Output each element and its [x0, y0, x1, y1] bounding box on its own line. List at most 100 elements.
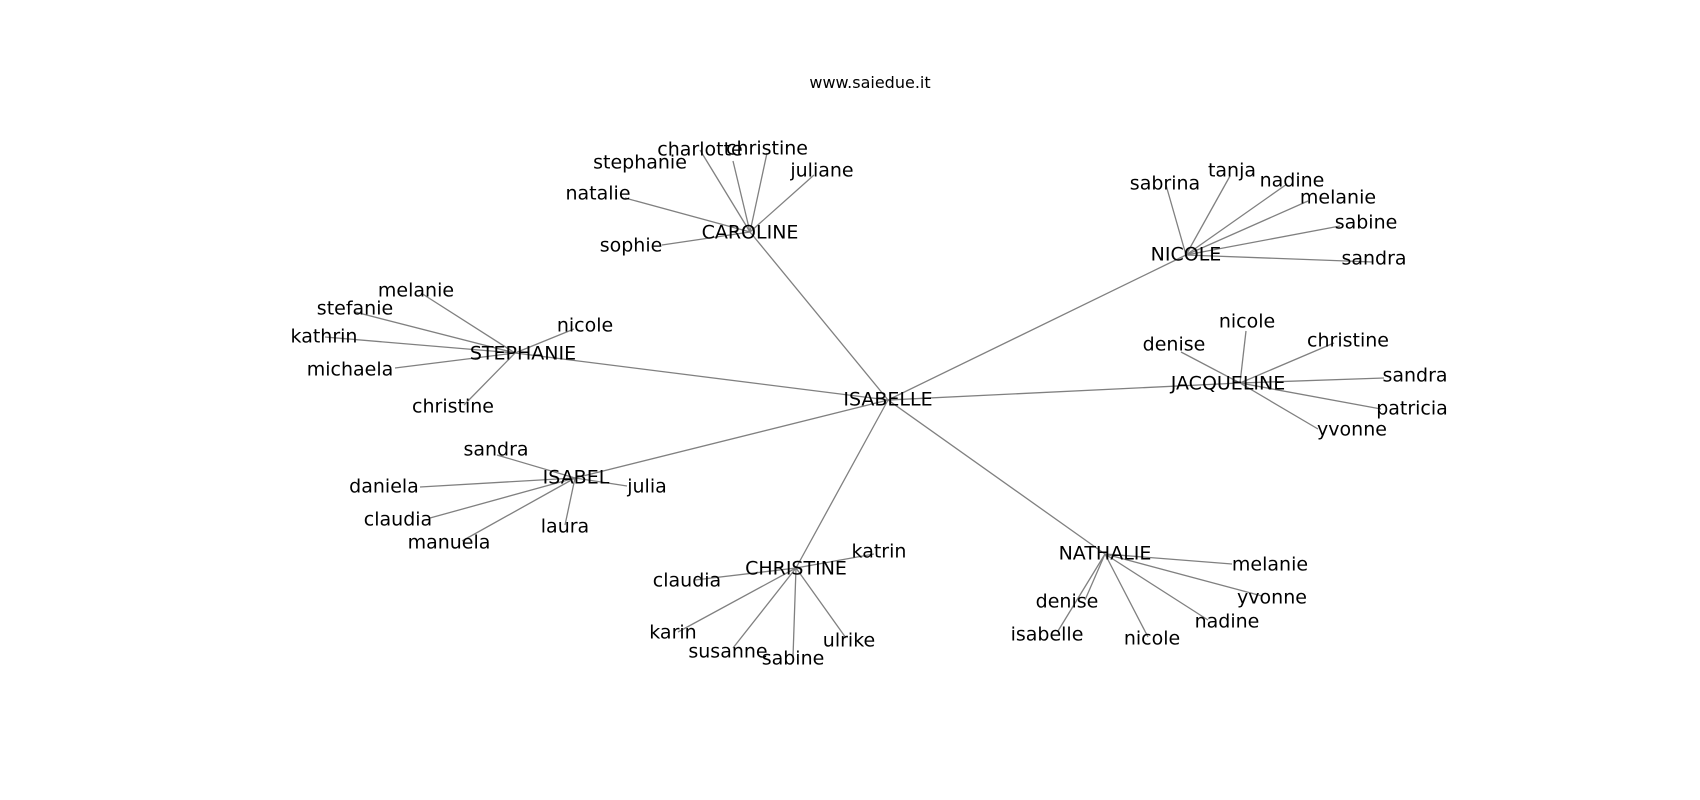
leaf-node-label-nadine: nadine — [1195, 611, 1260, 633]
leaf-node-label-nicole: nicole — [557, 315, 613, 337]
edge-stephanie-christine — [463, 352, 516, 406]
root-node-label: ISABELLE — [843, 389, 932, 411]
edge-jacqueline-christine — [1239, 342, 1335, 384]
edge-nathalie-yvonne — [1104, 553, 1263, 597]
leaf-node-label-laura: laura — [541, 516, 589, 538]
edge-stephanie-melanie — [420, 292, 516, 354]
edge-nicole-sabrina — [1165, 184, 1187, 256]
leaf-node-label-nadine: nadine — [1260, 170, 1325, 192]
leaf-node-label-charlotte: charlotte — [657, 139, 742, 161]
leaf-node-label-juliane: juliane — [789, 160, 853, 182]
hub-node-label-stephanie: STEPHANIE — [470, 343, 576, 365]
leaf-node-label-julia: julia — [626, 476, 667, 498]
leaf-node-label-tanja: tanja — [1208, 160, 1256, 182]
leaf-node-label-nicole: nicole — [1219, 311, 1275, 333]
edge-jacqueline-denise — [1180, 351, 1241, 384]
edge-isabelle-stephanie — [514, 352, 889, 401]
labels-layer: ISABELLECAROLINEstephaniecharlottechrist… — [291, 138, 1448, 670]
edge-nathalie-nadine — [1104, 553, 1209, 621]
leaf-node-label-michaela: michaela — [307, 359, 394, 381]
edge-isabel-claudia — [429, 477, 576, 519]
edge-nathalie-isabelle — [1057, 553, 1106, 632]
leaf-node-label-claudia: claudia — [653, 570, 721, 592]
edge-isabel-manuela — [461, 477, 576, 542]
edge-isabel-laura — [564, 477, 576, 526]
edge-christine-susanne — [732, 567, 797, 649]
edge-nathalie-denise — [1084, 553, 1106, 601]
edge-nicole-sandra — [1185, 254, 1374, 263]
leaf-node-label-stefanie: stefanie — [317, 298, 393, 320]
edge-isabelle-nathalie — [887, 399, 1106, 555]
edge-caroline-stephanie — [732, 160, 751, 233]
edge-caroline-charlotte — [699, 149, 751, 233]
edge-stephanie-stefanie — [354, 311, 516, 354]
leaf-node-label-sophie: sophie — [600, 235, 663, 257]
edge-nathalie-melanie — [1104, 553, 1233, 565]
edge-nicole-sabine — [1185, 225, 1341, 256]
leaf-node-label-manuela: manuela — [408, 532, 491, 554]
leaf-node-label-christine: christine — [726, 138, 808, 160]
leaf-node-label-claudia: claudia — [364, 509, 432, 531]
edge-jacqueline-patricia — [1239, 382, 1382, 410]
leaf-node-label-yvonne: yvonne — [1317, 419, 1387, 441]
edge-isabelle-nicole — [887, 254, 1187, 401]
leaf-node-label-karin: karin — [649, 622, 696, 644]
edge-caroline-christine — [749, 152, 768, 233]
edge-caroline-natalie — [624, 197, 751, 233]
edge-stephanie-kathrin — [324, 336, 516, 354]
leaf-node-label-daniela: daniela — [349, 476, 419, 498]
edge-caroline-sophie — [661, 231, 751, 246]
hub-node-label-jacqueline: JACQUELINE — [1170, 373, 1285, 395]
leaf-node-label-denise: denise — [1036, 591, 1099, 613]
hub-node-label-isabel: ISABEL — [543, 467, 610, 489]
leaf-node-label-christine: christine — [412, 396, 494, 418]
hub-node-label-nathalie: NATHALIE — [1059, 543, 1152, 565]
leaf-node-label-patricia: patricia — [1376, 398, 1448, 420]
edge-jacqueline-nicole — [1239, 330, 1247, 384]
leaf-node-label-kathrin: kathrin — [291, 326, 358, 348]
leaf-node-label-christine: christine — [1307, 330, 1389, 352]
edge-isabelle-isabel — [574, 399, 889, 479]
leaf-node-label-nicole: nicole — [1124, 628, 1180, 650]
leaf-node-label-yvonne: yvonne — [1237, 587, 1307, 609]
edge-isabelle-christine — [795, 399, 889, 569]
leaf-node-label-sabrina: sabrina — [1130, 173, 1200, 195]
edges-layer — [324, 149, 1385, 658]
edge-stephanie-nicole — [514, 328, 575, 354]
leaf-node-label-sandra: sandra — [463, 439, 528, 461]
edge-christine-sabine — [792, 567, 797, 658]
leaf-node-label-katrin: katrin — [852, 541, 907, 563]
edge-nicole-tanja — [1185, 175, 1231, 256]
edge-jacqueline-yvonne — [1239, 382, 1319, 430]
leaf-node-label-sabine: sabine — [762, 648, 825, 670]
edge-nicole-nadine — [1185, 183, 1288, 256]
leaf-node-label-natalie: natalie — [565, 183, 630, 205]
leaf-node-label-sandra: sandra — [1382, 365, 1447, 387]
leaf-node-label-melanie: melanie — [1300, 187, 1376, 209]
leaf-node-label-sandra: sandra — [1341, 248, 1406, 270]
leaf-node-label-isabelle: isabelle — [1011, 624, 1084, 646]
hub-node-label-caroline: CAROLINE — [702, 222, 799, 244]
edge-isabelle-caroline — [749, 231, 889, 401]
leaf-node-label-stephanie: stephanie — [593, 152, 687, 174]
edge-isabel-sandra — [496, 454, 576, 479]
edge-caroline-juliane — [749, 174, 815, 233]
edge-christine-ulrike — [795, 567, 847, 639]
edge-isabel-julia — [574, 477, 628, 487]
edge-isabel-daniela — [419, 477, 576, 488]
edge-stephanie-michaela — [394, 352, 516, 369]
edge-isabelle-jacqueline — [887, 382, 1241, 401]
edge-nathalie-nicole — [1104, 553, 1149, 638]
hub-node-label-christine: CHRISTINE — [745, 558, 847, 580]
site-title: www.saiedue.it — [809, 73, 930, 92]
leaf-node-label-susanne: susanne — [688, 641, 767, 663]
leaf-node-label-denise: denise — [1143, 334, 1206, 356]
leaf-node-label-melanie: melanie — [1232, 554, 1308, 576]
edge-jacqueline-sandra — [1239, 377, 1385, 384]
edge-christine-karin — [677, 567, 797, 633]
hub-node-label-nicole: NICOLE — [1151, 244, 1222, 266]
leaf-node-label-ulrike: ulrike — [823, 630, 875, 652]
edge-christine-claudia — [694, 567, 797, 581]
leaf-node-label-sabine: sabine — [1335, 212, 1398, 234]
